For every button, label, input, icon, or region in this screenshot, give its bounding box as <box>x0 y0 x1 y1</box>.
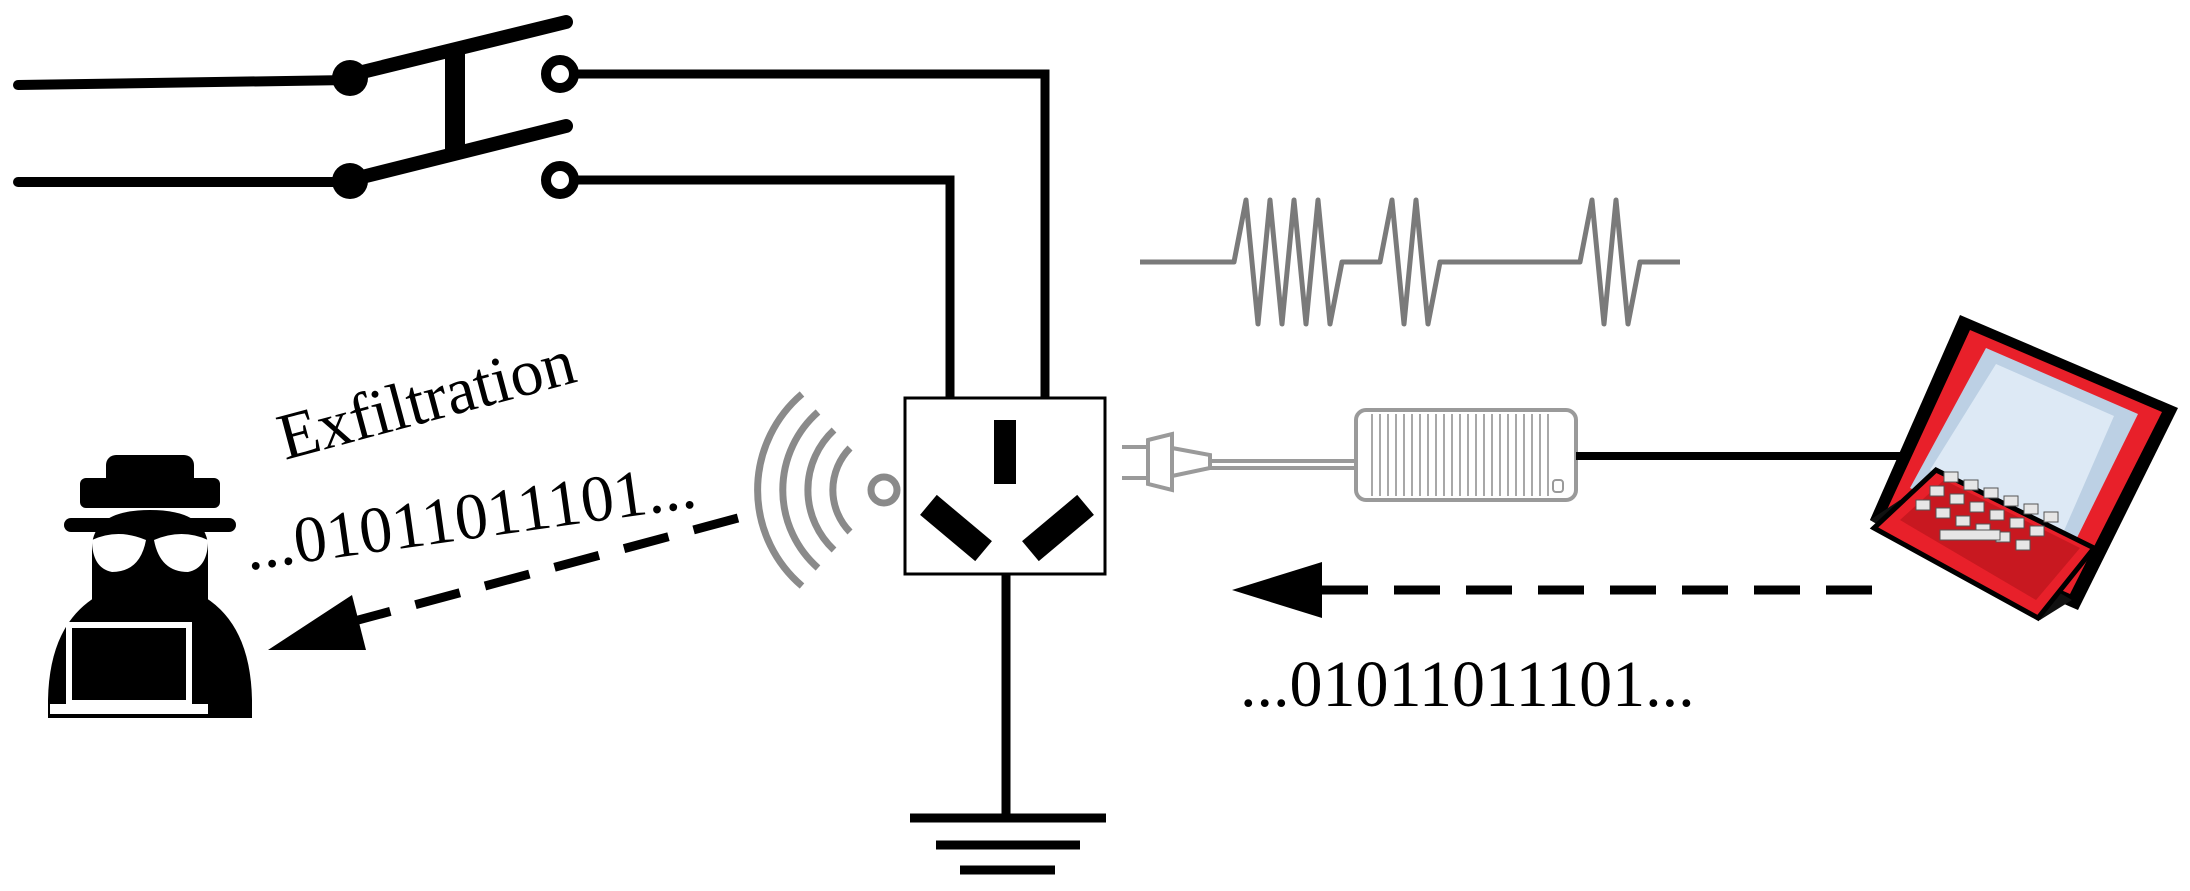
power-plug-icon <box>1122 431 1356 493</box>
red-laptop-icon <box>1869 315 2178 622</box>
ground-symbol-icon <box>910 813 1106 875</box>
hacker-with-laptop-icon <box>48 455 252 718</box>
switch-icon <box>13 15 579 199</box>
supply-wires <box>574 69 1050 815</box>
power-adapter-icon <box>1354 408 1578 502</box>
power-outlet-icon <box>903 396 1107 576</box>
modulated-signal-waveform-icon <box>1140 197 1680 327</box>
exfiltration-arrow-outlet-to-attacker <box>268 513 740 650</box>
wifi-signal-icon <box>754 391 901 589</box>
exfiltration-bits-label: ...01011011101... <box>240 449 700 585</box>
data-flow-arrow-laptop-to-outlet <box>1232 562 1872 618</box>
exfiltration-label: Exfiltration <box>270 325 583 474</box>
transmitted-bits-label: ...01011011101... <box>1240 648 1695 721</box>
